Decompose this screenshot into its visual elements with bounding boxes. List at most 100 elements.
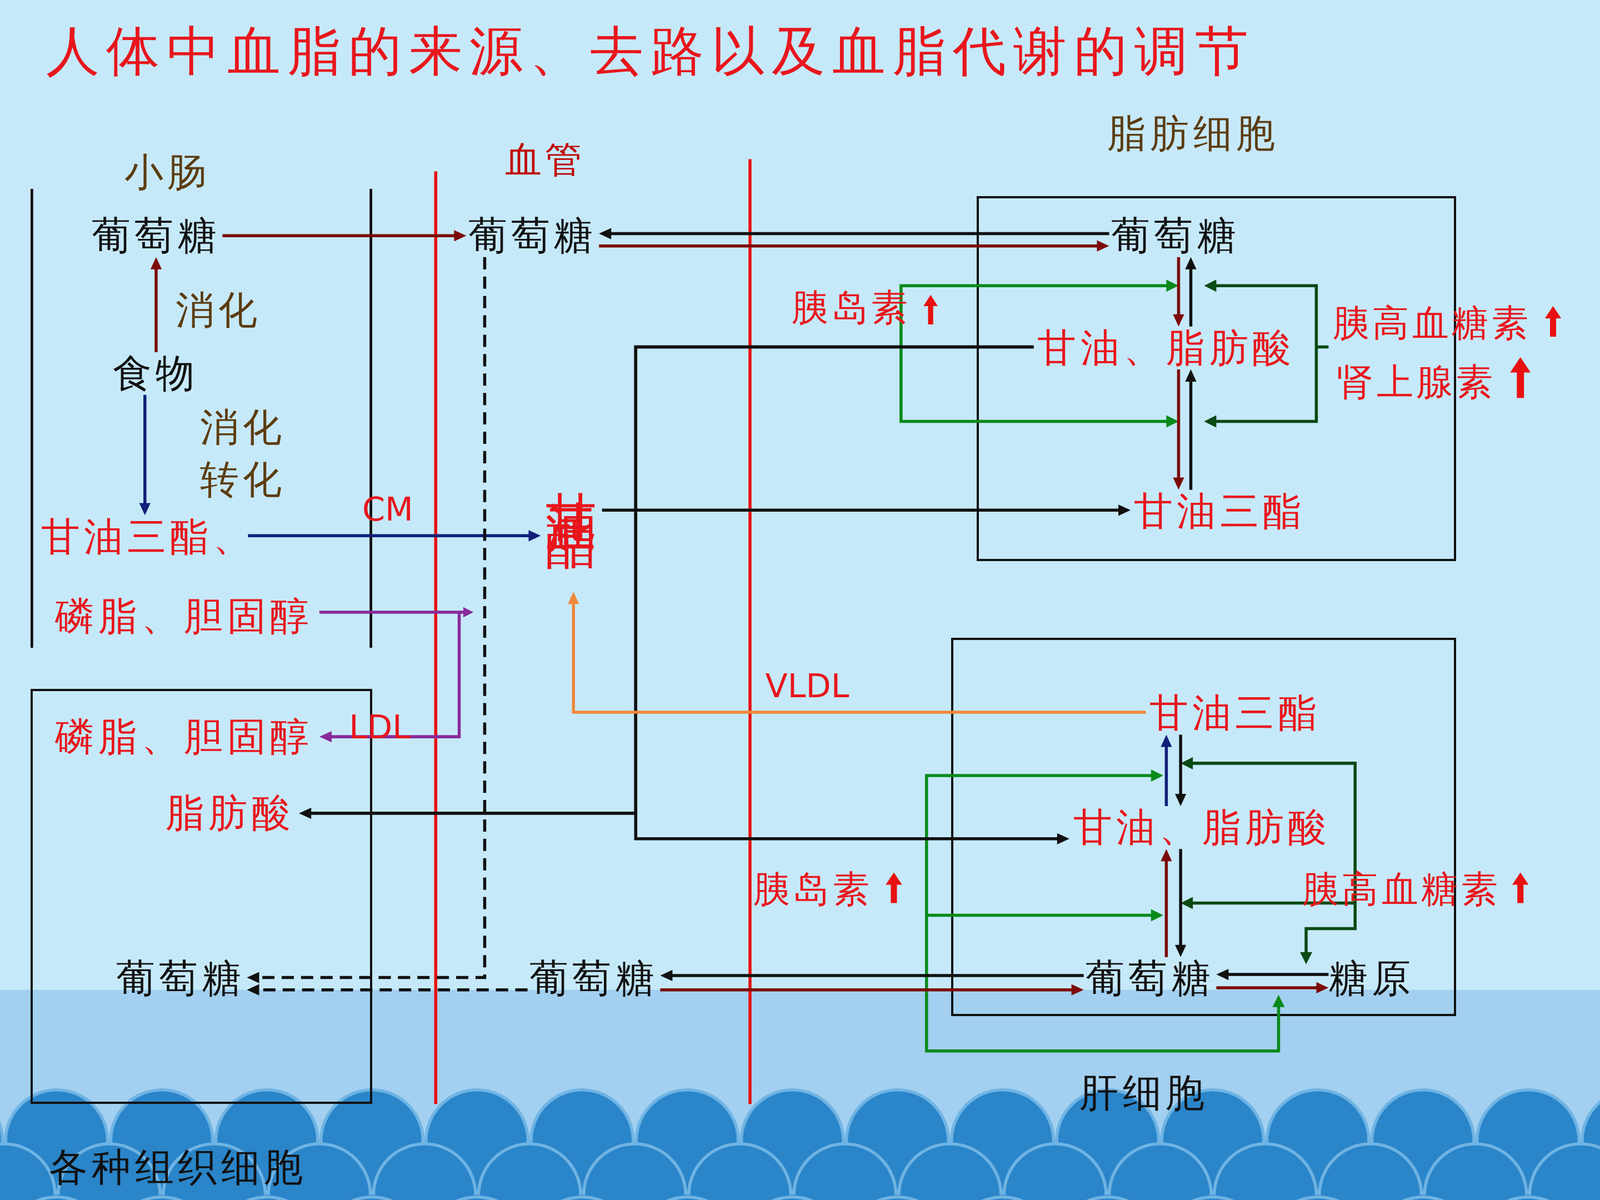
increase-arrow (923, 295, 938, 325)
increase-arrow (1512, 872, 1529, 903)
node-text: 葡萄糖 (1111, 214, 1240, 258)
connector (319, 612, 460, 743)
arrow-head (319, 731, 332, 743)
text-node: 甘油、脂肪酸 (1069, 806, 1335, 849)
box-heading: 小肠 (124, 151, 211, 194)
text-label: 肾上腺素 (1336, 362, 1496, 403)
node-text: 脂肪酸 (165, 791, 295, 835)
arrow-head (139, 502, 151, 515)
arrow-head (598, 228, 612, 240)
connector-line (602, 508, 1121, 513)
edge-label: 消化 转化 (200, 401, 297, 506)
glucagon-line (1190, 763, 1355, 954)
edge-label: CM (362, 491, 414, 528)
text-node: 糖原 (1328, 957, 1415, 1000)
connector-line (1165, 745, 1169, 807)
arrow-head (1300, 952, 1313, 965)
node-text: 葡萄糖 (529, 957, 659, 1000)
text-label: 胰高血糖素 (1302, 869, 1502, 910)
node-text: 甘油、脂肪酸 (1037, 326, 1295, 370)
diagram-title: 人体中血脂的来源、去路以及血脂代谢的调节 (46, 22, 1256, 81)
arrow-head (1057, 833, 1070, 845)
connector-line (598, 244, 1099, 248)
text-node: 磷脂、胆固醇 (48, 715, 320, 759)
connector-line (1216, 986, 1319, 990)
water-band (0, 990, 1600, 1200)
text-node: 葡萄糖 (114, 957, 248, 1000)
node-text: 磷脂、胆固醇 (55, 715, 313, 759)
arrow-head (660, 970, 673, 982)
connector-line (1189, 267, 1193, 327)
regulation-lines (459, 285, 1356, 1052)
arrow-head (1180, 757, 1193, 770)
connector-line (309, 346, 1034, 813)
text-node: 甘油三酯、 (48, 515, 248, 559)
ldl-stub (459, 610, 466, 614)
connector (1160, 848, 1172, 958)
node-text: 甘油三酯 (546, 451, 598, 488)
cell-box: 各种组织细胞磷脂、胆固醇脂肪酸葡萄糖 (30, 688, 373, 1105)
box-heading: 各种组织细胞 (48, 1146, 307, 1189)
connector-line (1226, 972, 1329, 977)
text-node: 葡萄糖 (1083, 957, 1217, 1000)
connector (150, 257, 162, 353)
arrow-head (1096, 240, 1109, 252)
connector-line (670, 973, 1084, 978)
edge-label: 消化 (175, 288, 262, 332)
node-text: 甘油三酯、 (41, 515, 257, 559)
connector (222, 230, 467, 242)
text-node: 食物 (107, 352, 204, 395)
cell-box: 肝细胞甘油三酯甘油、脂肪酸葡萄糖糖原 (951, 637, 1457, 1017)
connector (660, 984, 1084, 996)
arrow-head (246, 984, 259, 996)
increase-arrow (885, 872, 902, 903)
text-node: 脂肪酸 (161, 791, 299, 835)
arrow-head (1172, 314, 1184, 327)
connector (1172, 257, 1184, 327)
connector-line (609, 232, 1110, 236)
connector (1216, 982, 1329, 994)
connector-line (1177, 257, 1181, 317)
connector-layer (139, 228, 1329, 996)
edge-label: LDL (348, 709, 411, 746)
arrow-head (1203, 279, 1217, 292)
wave-pattern (0, 1087, 1600, 1200)
node-text: 糖原 (1328, 957, 1415, 1000)
arrow-head (1160, 734, 1172, 747)
arrow-head (1175, 793, 1187, 807)
text-node: 甘油三酯 (1130, 490, 1309, 533)
text-node: 甘油三酯 (540, 346, 602, 592)
connector (298, 346, 1034, 819)
connector (1216, 968, 1329, 980)
connector (660, 970, 1084, 982)
arrow-head (1272, 995, 1285, 1008)
connector (1172, 369, 1184, 490)
arrow-head (1172, 477, 1184, 490)
connector (1160, 734, 1172, 807)
connector (635, 346, 1070, 844)
arrow-head (150, 257, 162, 270)
insulin-line (901, 285, 1169, 422)
box-heading: 肝细胞 (1079, 1071, 1209, 1115)
connector (1175, 848, 1187, 958)
arrow-head (1180, 896, 1193, 909)
text-node: 葡萄糖 (466, 214, 599, 258)
arrow-head (1203, 415, 1217, 428)
arrow-head (1175, 945, 1187, 958)
insulin-line (926, 775, 1279, 1052)
connector-line (222, 234, 457, 238)
arrow-head (1118, 504, 1131, 516)
glucagon-line (1214, 285, 1329, 422)
cell-box: 脂肪细胞葡萄糖甘油、脂肪酸甘油三酯 (976, 196, 1457, 562)
text-node: 甘油三酯 (1146, 691, 1325, 735)
node-text: 葡萄糖 (1085, 957, 1215, 1000)
connector (1175, 734, 1187, 807)
connector-line (247, 534, 531, 538)
connector (1185, 369, 1197, 490)
vessel-wall (748, 159, 752, 1105)
box-heading: 脂肪细胞 (1107, 112, 1279, 155)
arrow-head (1071, 984, 1084, 996)
connector-line (154, 267, 158, 352)
